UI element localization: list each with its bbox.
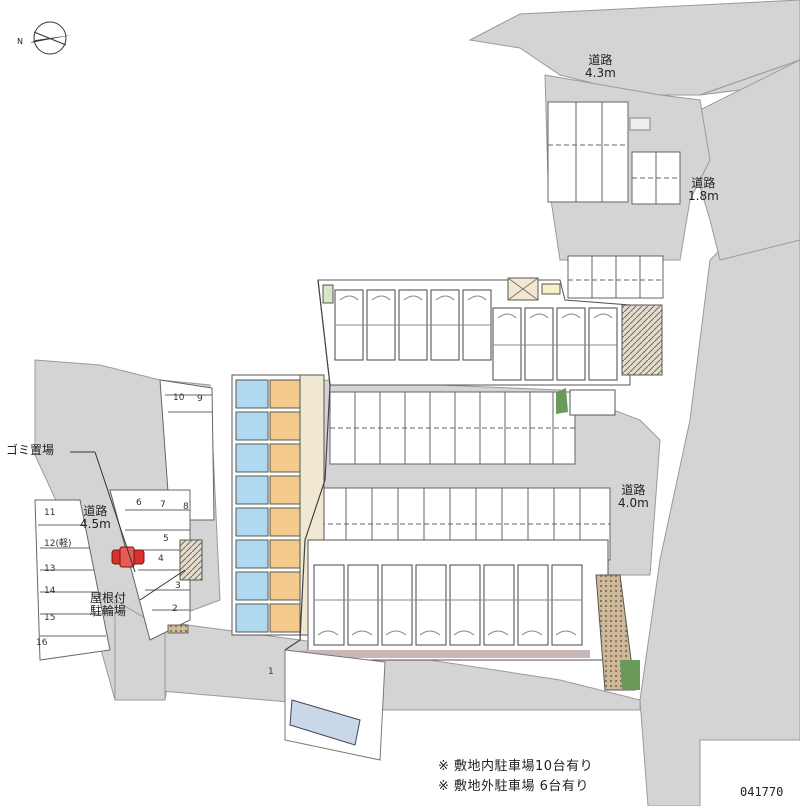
water-feature [289, 699, 361, 746]
road-1-8m [679, 59, 800, 261]
road-width-text: 4.3m [585, 65, 616, 80]
note-offsite-parking: ※ 敷地外駐車場 6台有り [438, 779, 589, 794]
road-label-4-3m: 道路 4.3m [585, 54, 616, 79]
slot-number: 8 [183, 502, 189, 512]
parking-lot-west [34, 379, 215, 661]
leader-lines [70, 451, 186, 601]
note-onsite-parking: ※ 敷地内駐車場10台有り [438, 759, 594, 774]
slot-number: 2 [172, 604, 178, 614]
parking-stall-lines-north [548, 102, 680, 298]
slot-number: 14 [44, 586, 56, 596]
road-label-4-5m: 道路 4.5m [80, 505, 111, 530]
site-bottom [284, 649, 386, 761]
compass-label: N [17, 37, 23, 46]
building-north [317, 277, 663, 416]
slot-number: 3 [175, 581, 181, 591]
slot-number: 11 [44, 508, 56, 518]
slot-number: 12(軽) [44, 539, 72, 549]
road-label-text: 道路 [83, 504, 108, 518]
planting-south [620, 660, 640, 690]
slot-number: 7 [160, 500, 166, 510]
slot-number: 4 [158, 554, 164, 564]
road-label-text: 道路 [691, 176, 716, 190]
bicycle-rack [167, 624, 189, 634]
road-label-1-8m: 道路 1.8m [688, 177, 719, 202]
slot-number: 13 [44, 564, 56, 574]
compass-icon [30, 21, 72, 55]
road-width-text: 4.0m [618, 495, 649, 510]
garbage-area-label: ゴミ置場 [6, 443, 55, 457]
small-structure [629, 117, 651, 131]
road-width-text: 1.8m [688, 188, 719, 203]
slot-number: 15 [44, 613, 56, 623]
bike-parking-label: 屋根付 駐輪場 [90, 592, 126, 617]
building-west [179, 374, 325, 636]
walkway-south [300, 650, 590, 658]
planting-north [556, 388, 568, 414]
property-code: 041770 [740, 785, 784, 799]
road-label-text: 道路 [621, 483, 646, 497]
building-south [307, 539, 636, 691]
slot-number: 9 [197, 394, 203, 404]
slot-number: 10 [173, 393, 185, 403]
road-width-text: 4.5m [80, 516, 111, 531]
slot-number: 6 [136, 498, 142, 508]
road-label-4-0m: 道路 4.0m [618, 484, 649, 509]
slot-number: 16 [36, 638, 48, 648]
slot-number: 5 [163, 534, 169, 544]
slot-number: 1 [268, 667, 274, 677]
bike-parking-line2: 駐輪場 [90, 603, 127, 618]
road-label-text: 道路 [588, 53, 613, 67]
bike-parking-line1: 屋根付 [90, 591, 127, 605]
site-boundary-west [284, 279, 331, 651]
